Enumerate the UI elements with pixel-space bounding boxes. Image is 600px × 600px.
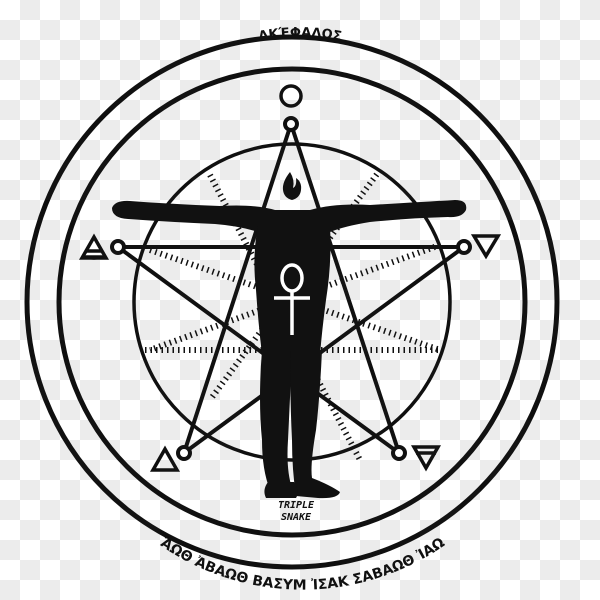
air-symbol-icon <box>78 233 110 260</box>
pentagram-circle <box>132 142 452 462</box>
water-symbol-icon <box>470 234 502 260</box>
brand-line1: TRIPLE <box>278 500 315 511</box>
headless-figure <box>112 200 467 499</box>
pentagram-nodes <box>110 116 472 461</box>
inner-ring <box>56 66 528 538</box>
brand-line2: SNAKE <box>281 512 312 523</box>
fire-symbol-icon <box>149 445 181 472</box>
circle-icon <box>279 84 303 108</box>
flame-icon <box>282 172 302 200</box>
earth-symbol-icon <box>410 445 442 472</box>
outer-ring <box>24 34 560 570</box>
top-inscription: ΑΚΈΦΑΛΟΣ <box>257 25 343 44</box>
ankh-icon <box>274 263 310 335</box>
